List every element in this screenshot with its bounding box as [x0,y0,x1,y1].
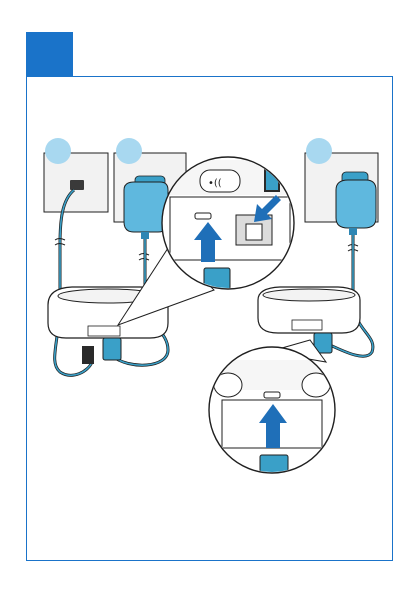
power-adapter-right [336,172,376,235]
step-a-circle [45,138,71,164]
svg-text:•((: •(( [208,178,222,189]
power-adapter-left [124,176,168,239]
power-connector-base [103,338,121,360]
charger-cradle [258,287,360,333]
phone-connector [82,346,94,364]
callout-charger-detail [205,340,345,477]
step-c-circle [306,138,332,164]
step-b-circle [116,138,142,164]
